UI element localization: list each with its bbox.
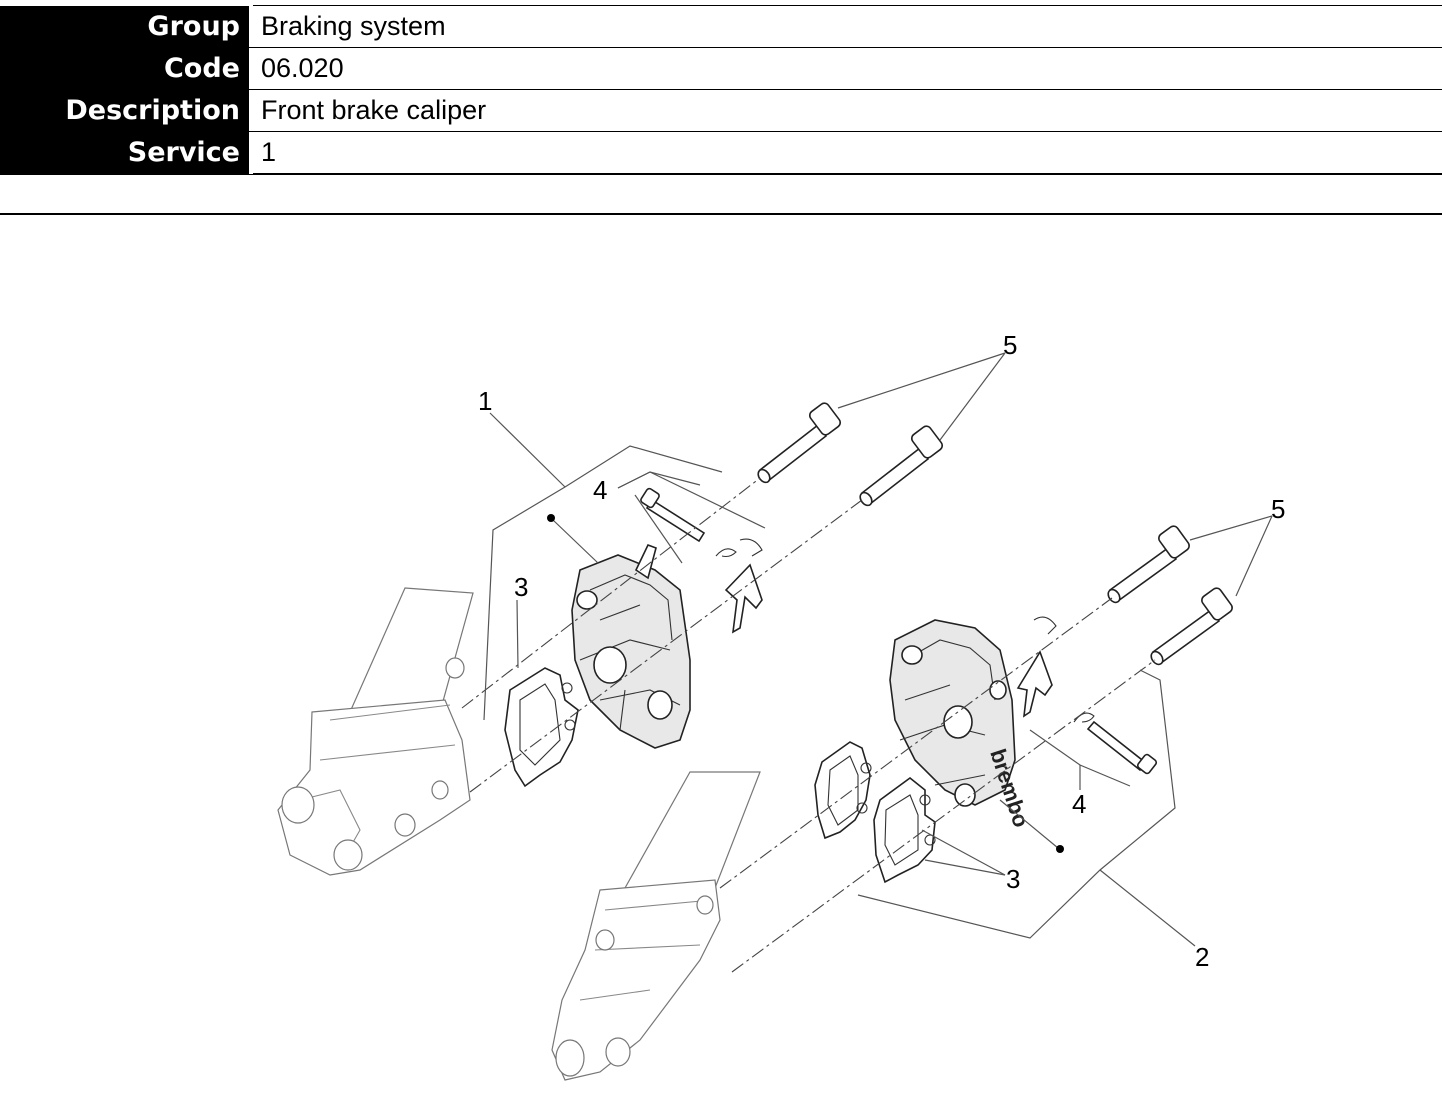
group-label: Group xyxy=(0,5,249,48)
callout-3-right: 3 xyxy=(1006,864,1020,894)
reference-dot-right xyxy=(1056,845,1064,853)
right-bolt-lower xyxy=(1150,587,1233,666)
callout-5-left: 5 xyxy=(1003,330,1017,360)
left-brake-pad xyxy=(504,667,579,788)
left-spring-clip xyxy=(724,563,763,634)
right-brake-pad-outer xyxy=(873,776,936,884)
left-pad-pin xyxy=(640,487,763,558)
callout-4-right: 4 xyxy=(1072,789,1086,819)
code-label: Code xyxy=(0,47,249,90)
service-value: 1 xyxy=(253,131,1442,175)
axis-lines xyxy=(461,477,1156,973)
right-brake-pad-inner xyxy=(814,741,872,840)
description-value: Front brake caliper xyxy=(253,89,1442,132)
info-row-description: Description Front brake caliper xyxy=(0,89,1442,132)
group-value: Braking system xyxy=(253,5,1442,48)
reference-dot-left xyxy=(547,514,555,522)
callout-4-left: 4 xyxy=(593,475,607,505)
left-caliper-body xyxy=(571,543,691,749)
code-value: 06.020 xyxy=(253,47,1442,90)
service-label: Service xyxy=(0,131,249,174)
right-spring-clip xyxy=(1016,650,1053,718)
info-row-code: Code 06.020 xyxy=(0,47,1442,90)
right-fork-leg xyxy=(551,771,761,1081)
callout-1: 1 xyxy=(478,386,492,416)
left-fork-leg xyxy=(277,587,474,876)
callout-3-left: 3 xyxy=(514,572,528,602)
left-bolt-lower xyxy=(859,425,944,507)
callout-2: 2 xyxy=(1195,942,1209,972)
left-bolt-upper xyxy=(757,402,842,484)
info-row-group: Group Braking system xyxy=(0,5,1442,48)
section-divider xyxy=(0,213,1442,215)
info-row-service: Service 1 xyxy=(0,131,1442,175)
right-pad-pin xyxy=(1033,616,1158,775)
info-table: Group Braking system Code 06.020 Descrip… xyxy=(0,5,1442,175)
right-bolt-upper xyxy=(1107,525,1190,604)
callout-5-right: 5 xyxy=(1271,494,1285,524)
leader-lines xyxy=(483,352,1273,947)
description-label: Description xyxy=(0,89,249,132)
